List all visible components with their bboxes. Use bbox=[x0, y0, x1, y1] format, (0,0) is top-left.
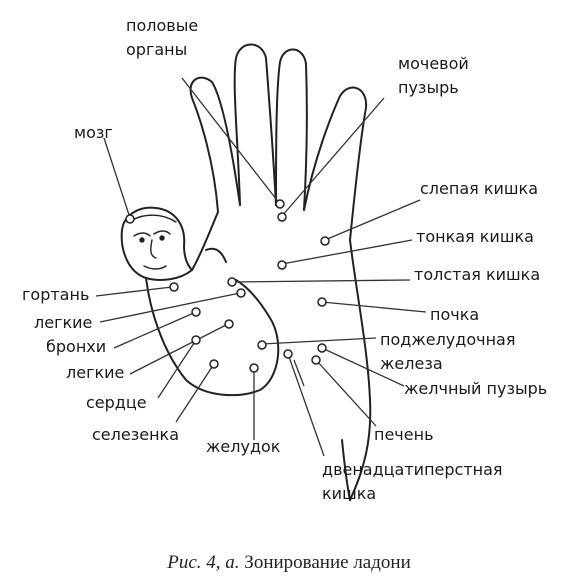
zone-point-heart bbox=[191, 335, 201, 345]
label-brain: мозг bbox=[74, 123, 113, 142]
label-cecum: слепая кишка bbox=[420, 179, 539, 198]
zone-point-small-intestine bbox=[277, 260, 287, 270]
zone-points bbox=[125, 199, 330, 373]
zone-point-duodenum bbox=[283, 349, 293, 359]
label-small-intestine: тонкая кишка bbox=[416, 227, 534, 246]
zone-point-kidney bbox=[317, 297, 327, 307]
zone-point-larynx bbox=[169, 282, 179, 292]
label-liver: печень bbox=[374, 425, 434, 444]
zone-point-genitals bbox=[275, 199, 285, 209]
zone-point-spleen bbox=[209, 359, 219, 369]
label-lungs-upper: легкие bbox=[34, 313, 93, 332]
label-duodenum: двенадцатиперстная кишка bbox=[322, 460, 503, 503]
hand-outline bbox=[120, 43, 372, 501]
label-stomach: желудок bbox=[206, 437, 281, 456]
label-spleen: селезенка bbox=[92, 425, 179, 444]
label-heart: сердце bbox=[86, 393, 147, 412]
caption-text: Зонирование ладони bbox=[244, 552, 411, 573]
zone-point-lungs-upper bbox=[236, 288, 246, 298]
label-genitals: половые органы bbox=[126, 16, 199, 59]
zone-point-gallbladder bbox=[317, 343, 327, 353]
figure-caption: Рис. 4, а. Зонирование ладони bbox=[0, 552, 578, 574]
zone-point-cecum bbox=[320, 236, 330, 246]
label-pancreas: поджелудочная железа bbox=[380, 330, 516, 373]
label-bronchi: бронхи bbox=[46, 337, 107, 356]
label-gallbladder: желчный пузырь bbox=[404, 379, 548, 398]
zone-point-stomach bbox=[249, 363, 259, 373]
thumb-face bbox=[129, 214, 177, 270]
zone-point-colon bbox=[227, 277, 237, 287]
zone-point-lungs-lower bbox=[224, 319, 234, 329]
zone-point-brain bbox=[125, 214, 135, 224]
zone-point-liver bbox=[311, 355, 321, 365]
zone-point-pancreas bbox=[257, 340, 267, 350]
caption-prefix: Рис. 4, а. bbox=[167, 552, 240, 573]
label-colon: толстая кишка bbox=[414, 265, 541, 284]
label-bladder: мочевой пузырь bbox=[398, 54, 469, 97]
zone-point-bronchi bbox=[191, 307, 201, 317]
zone-point-bladder bbox=[277, 212, 287, 222]
leader-lines bbox=[95, 77, 427, 457]
label-kidney: почка bbox=[430, 305, 480, 324]
label-larynx: гортань bbox=[22, 285, 90, 304]
label-lungs-lower: легкие bbox=[66, 363, 125, 382]
